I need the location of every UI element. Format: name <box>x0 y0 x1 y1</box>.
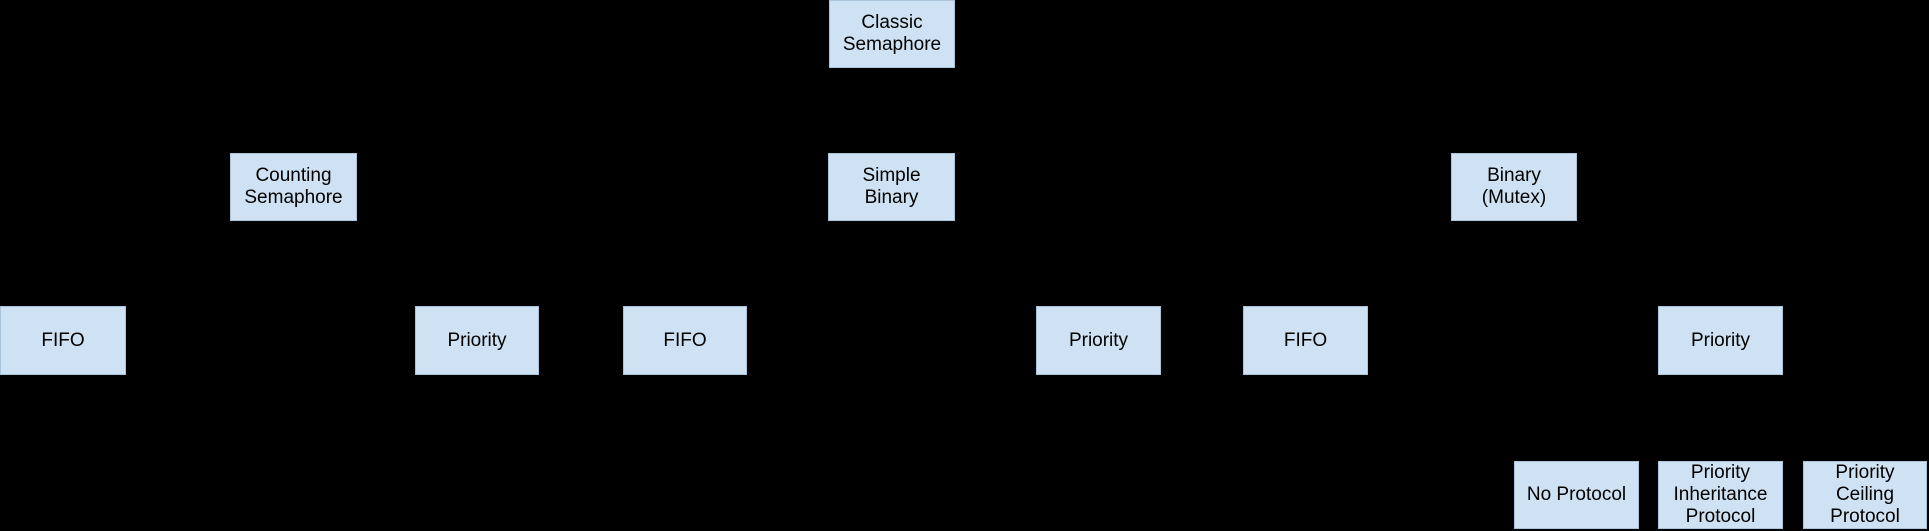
node-binary-mutex[interactable]: Binary (Mutex) <box>1451 153 1577 221</box>
node-counting-priority[interactable]: Priority <box>415 306 539 375</box>
node-label: Priority Inheritance Protocol <box>1673 462 1768 527</box>
node-mutex-fifo[interactable]: FIFO <box>1243 306 1368 375</box>
node-classic-semaphore[interactable]: Classic Semaphore <box>829 0 955 68</box>
node-counting-semaphore[interactable]: Counting Semaphore <box>230 153 357 221</box>
node-no-protocol[interactable]: No Protocol <box>1514 461 1639 529</box>
node-priority-inheritance-protocol[interactable]: Priority Inheritance Protocol <box>1658 461 1783 529</box>
node-label: FIFO <box>41 329 85 351</box>
node-mutex-priority[interactable]: Priority <box>1658 306 1783 375</box>
node-label: No Protocol <box>1526 484 1627 505</box>
node-label: Priority Ceiling Protocol <box>1830 462 1900 527</box>
node-priority-ceiling-protocol[interactable]: Priority Ceiling Protocol <box>1803 461 1927 529</box>
node-label: Binary (Mutex) <box>1481 165 1547 208</box>
node-label: Priority <box>1690 329 1751 351</box>
node-label: Counting Semaphore <box>244 165 343 208</box>
node-label: FIFO <box>1283 329 1328 351</box>
node-label: Priority <box>447 329 507 351</box>
node-label: Priority <box>1068 329 1129 351</box>
node-label: FIFO <box>663 329 707 351</box>
node-label: Classic Semaphore <box>842 12 942 55</box>
node-counting-fifo[interactable]: FIFO <box>0 306 126 375</box>
node-simple-binary[interactable]: Simple Binary <box>828 153 955 221</box>
node-simple-binary-fifo[interactable]: FIFO <box>623 306 747 375</box>
node-simple-binary-priority[interactable]: Priority <box>1036 306 1161 375</box>
node-label: Simple Binary <box>862 165 921 208</box>
